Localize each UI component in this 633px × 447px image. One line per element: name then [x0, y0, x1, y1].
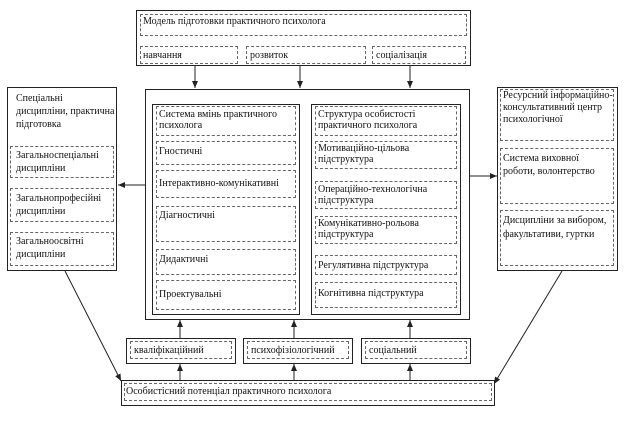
personality-column: [311, 104, 461, 315]
right-item-resursnyi: Ресурсний інформаційно-консультативний ц…: [503, 90, 613, 125]
sub-rehuliatyvna: Регулятивна підструктура: [318, 260, 429, 271]
skills-title: Система вмінь практичного психолога: [159, 109, 278, 131]
personality-title-box: [315, 106, 457, 136]
sub-operatsiino: Операційно-технологічна підструктура: [318, 184, 428, 206]
bottom-psykhofiziolohichnyi: психофізіологічний: [251, 345, 335, 356]
bottom-bar-inner: [124, 383, 492, 401]
top-item-sotsializatsiia: соціалізація: [376, 50, 427, 61]
bottom-sotsialnyi-inner: [365, 341, 467, 359]
arrow-right-diagonal: [493, 270, 563, 385]
bottom-kvalifikatsiinyi: кваліфікаційний: [134, 345, 204, 356]
bottom-bar-title: Особистісний потенціал практичного психо…: [126, 386, 332, 397]
left-item-zahalnospetsialni: Загальноспеціальні дисципліни: [16, 150, 99, 174]
sub-komunikatyvno-box: [315, 216, 457, 244]
skill-proektuvalni-box: [156, 280, 296, 310]
sub-kohnityvna-box: [315, 282, 457, 308]
skill-interaktyvno-box: [156, 170, 296, 198]
top-item-sotsializatsiia-box: [372, 46, 466, 64]
right-item-vykhovna-box: [500, 148, 614, 204]
left-item-zahalnoosvitni: Загальноосвітні дисципліни: [16, 236, 84, 260]
sub-motyvatsiino-box: [315, 141, 457, 169]
left-item-zahalnoprofesiini-box: [10, 188, 114, 222]
sub-operatsiino-box: [315, 181, 457, 209]
top-title: Модель підготовки практичного психолога: [143, 16, 326, 27]
bottom-psykhofiziolohichnyi-inner: [247, 341, 349, 359]
skill-gnostychni-box: [156, 141, 296, 165]
skill-proektuvalni: Проектувальні: [159, 289, 222, 300]
left-item-zahalnoprofesiini: Загальнопрофесійні дисципліни: [16, 193, 102, 217]
personality-title: Структура особистості практичного психол…: [318, 109, 418, 131]
right-item-resursnyi-box: [500, 89, 614, 141]
sub-rehuliatyvna-box: [315, 255, 457, 275]
top-item-navchannia: навчання: [143, 50, 182, 61]
sub-komunikatyvno: Комунікативно-рольова підструктура: [318, 218, 419, 240]
top-item-navchannia-box: [140, 46, 238, 64]
skill-interaktyvno: Інтерактивно-комунікативні: [159, 178, 279, 189]
arrow-left-diagonal: [64, 270, 122, 382]
skill-diahnostychni-box: [156, 206, 296, 242]
right-item-dystsypliny: Дисципліни за вибором, факультативи, гур…: [503, 215, 607, 240]
skills-title-box: [156, 106, 296, 136]
sub-kohnityvna: Когнітивна підструктура: [318, 288, 424, 299]
skill-dydaktychni-box: [156, 249, 296, 275]
left-item-spetsialni: Спеціальні дисципліни, практична підгото…: [16, 93, 115, 130]
left-item-zahalnospetsialni-box: [10, 146, 114, 178]
right-item-vykhovna: Система виховної роботи, волонтерство: [503, 153, 595, 177]
bottom-kvalifikatsiinyi-inner: [130, 341, 232, 359]
right-item-dystsypliny-box: [500, 210, 614, 266]
top-item-rozvytok: розвиток: [250, 50, 289, 61]
skill-dydaktychni: Дидактичні: [159, 254, 209, 265]
sub-motyvatsiino: Мотиваційно-цільова підструктура: [318, 143, 410, 165]
skill-gnostychni: Гностичні: [159, 146, 203, 157]
top-title-box: [140, 14, 467, 36]
left-item-zahalnoosvitni-box: [10, 232, 114, 266]
top-item-rozvytok-box: [246, 46, 366, 64]
skill-diahnostychni: Діагностичні: [159, 210, 216, 221]
bottom-sotsialnyi: соціальний: [369, 345, 417, 356]
